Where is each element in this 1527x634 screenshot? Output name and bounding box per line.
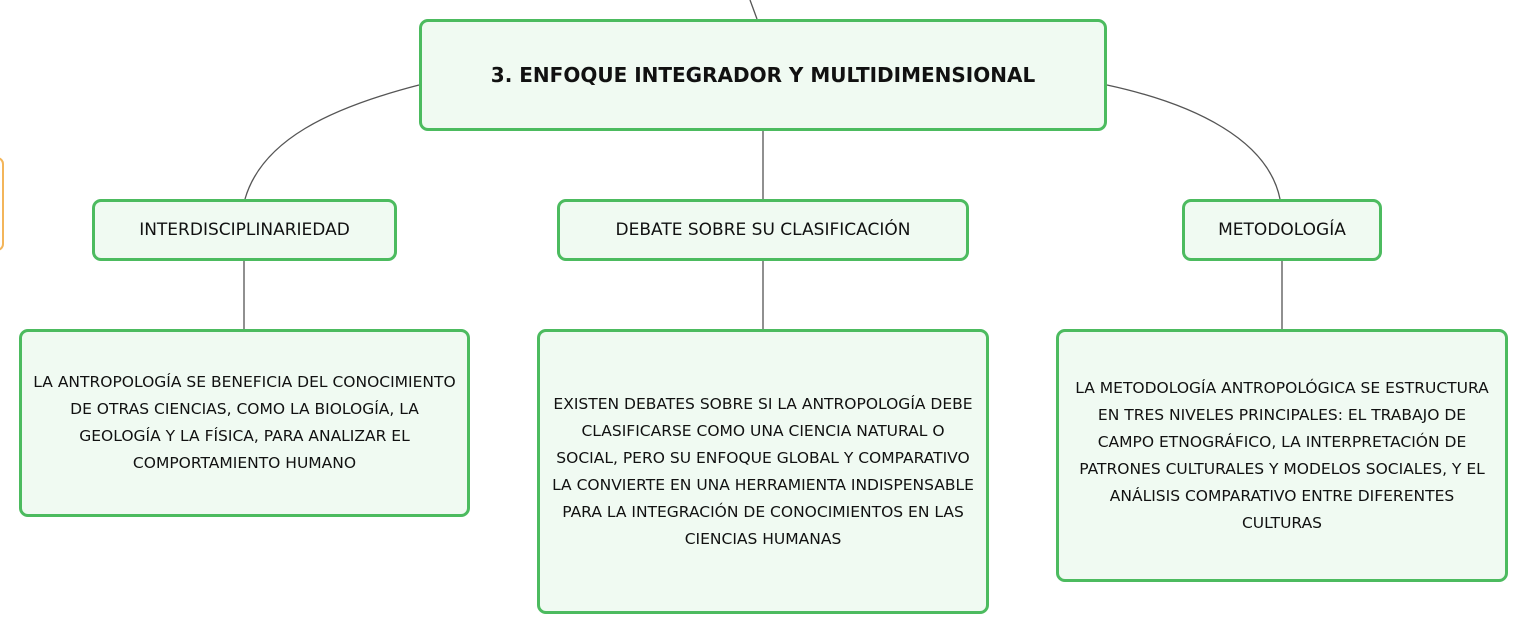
detail-node-debate-clasificacion[interactable]: EXISTEN DEBATES SOBRE SI LA ANTROPOLOGÍA… xyxy=(537,329,989,614)
detail-text: EXISTEN DEBATES SOBRE SI LA ANTROPOLOGÍA… xyxy=(552,394,974,548)
detail-node-metodologia[interactable]: LA METODOLOGÍA ANTROPOLÓGICA SE ESTRUCTU… xyxy=(1056,329,1508,582)
branch-node-debate-clasificacion[interactable]: DEBATE SOBRE SU CLASIFICACIÓN xyxy=(557,199,969,261)
branch-node-interdisciplinariedad[interactable]: INTERDISCIPLINARIEDAD xyxy=(92,199,397,261)
detail-node-interdisciplinariedad[interactable]: LA ANTROPOLOGÍA SE BENEFICIA DEL CONOCIM… xyxy=(19,329,470,517)
connector-root-to-interdisciplinariedad xyxy=(244,84,420,200)
connector-root-to-metodologia xyxy=(1106,84,1281,200)
connector-parent-to-root xyxy=(749,0,758,20)
branch-node-metodologia[interactable]: METODOLOGÍA xyxy=(1182,199,1382,261)
detail-text: LA ANTROPOLOGÍA SE BENEFICIA DEL CONOCIM… xyxy=(33,373,456,472)
branch-label: METODOLOGÍA xyxy=(1218,220,1346,240)
branch-label: INTERDISCIPLINARIEDAD xyxy=(139,220,350,240)
root-topic-node[interactable]: 3. ENFOQUE INTEGRADOR Y MULTIDIMENSIONAL xyxy=(419,19,1107,131)
detail-text: LA METODOLOGÍA ANTROPOLÓGICA SE ESTRUCTU… xyxy=(1075,378,1489,532)
branch-label: DEBATE SOBRE SU CLASIFICACIÓN xyxy=(615,220,911,240)
root-topic-label: 3. ENFOQUE INTEGRADOR Y MULTIDIMENSIONAL xyxy=(490,63,1036,87)
offscreen-node-edge[interactable] xyxy=(0,157,4,251)
